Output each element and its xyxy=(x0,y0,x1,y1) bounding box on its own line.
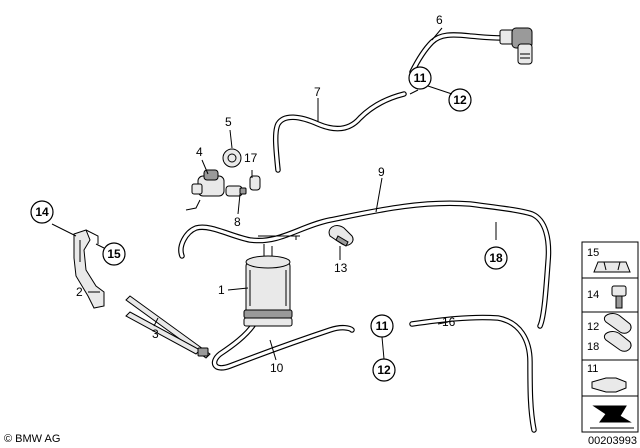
svg-text:14: 14 xyxy=(35,205,49,219)
legend-label-14: 14 xyxy=(587,289,599,301)
pump-4 xyxy=(185,169,225,211)
callout-2: 2 xyxy=(76,285,83,299)
hose-9 xyxy=(178,200,552,329)
callout-1: 1 xyxy=(218,283,225,297)
fitting-17 xyxy=(225,175,261,197)
callout-3: 3 xyxy=(152,327,159,341)
callout-4: 4 xyxy=(196,145,203,159)
hose-6 xyxy=(409,32,505,75)
svg-text:18: 18 xyxy=(489,251,503,265)
clip-small-icon xyxy=(604,331,632,352)
diagram-id: 00203993 xyxy=(588,435,637,447)
circled-callout-18: 18 xyxy=(484,246,508,270)
leader-lines xyxy=(51,27,497,361)
svg-text:11: 11 xyxy=(414,71,427,85)
svg-text:12: 12 xyxy=(453,93,467,107)
leader-11-12-bottom xyxy=(381,336,385,360)
hose-10 xyxy=(211,321,355,371)
bracket-2 xyxy=(73,229,105,309)
legend-panel: 15 14 12 18 11 xyxy=(581,241,639,433)
svg-text:11: 11 xyxy=(376,319,389,333)
connector-6 xyxy=(499,27,533,65)
legend-label-12: 12 xyxy=(587,321,599,333)
clip-icon xyxy=(604,313,632,334)
hose-16 xyxy=(409,314,537,433)
circled-callout-12-top: 12 xyxy=(448,88,472,112)
nut-clip-icon xyxy=(593,261,631,273)
callout-8: 8 xyxy=(234,215,241,229)
arrow-icon xyxy=(592,405,632,423)
circled-callout-14: 14 xyxy=(30,200,54,224)
callout-9: 9 xyxy=(378,165,385,179)
svg-text:15: 15 xyxy=(107,247,121,261)
leader-11-12-top xyxy=(427,85,453,95)
screw-icon xyxy=(611,285,627,297)
callout-17: 17 xyxy=(244,151,258,165)
connector-icon xyxy=(591,377,627,393)
grommet-5 xyxy=(222,148,242,168)
callout-6: 6 xyxy=(436,13,443,27)
svg-text:12: 12 xyxy=(377,363,391,377)
circled-callout-12-bottom: 12 xyxy=(372,358,396,382)
legend-label-18: 18 xyxy=(587,341,599,353)
callout-5: 5 xyxy=(225,115,232,129)
callout-10: 10 xyxy=(270,361,284,375)
circled-callout-11-top: 11 xyxy=(408,66,432,90)
clip-13 xyxy=(328,225,354,247)
legend-label-15: 15 xyxy=(587,247,599,259)
circled-callout-11-bottom: 11 xyxy=(370,314,394,338)
legend-label-11: 11 xyxy=(587,363,598,375)
callout-7: 7 xyxy=(314,85,321,99)
hose-9-junction xyxy=(258,235,300,240)
canister-1 xyxy=(243,244,293,327)
hose-7 xyxy=(272,91,407,173)
callout-13: 13 xyxy=(334,261,348,275)
copyright: © BMW AG xyxy=(4,433,60,445)
cable-tie-3 xyxy=(125,295,211,359)
circled-callout-15: 15 xyxy=(102,242,126,266)
callout-16: 16 xyxy=(442,315,456,329)
